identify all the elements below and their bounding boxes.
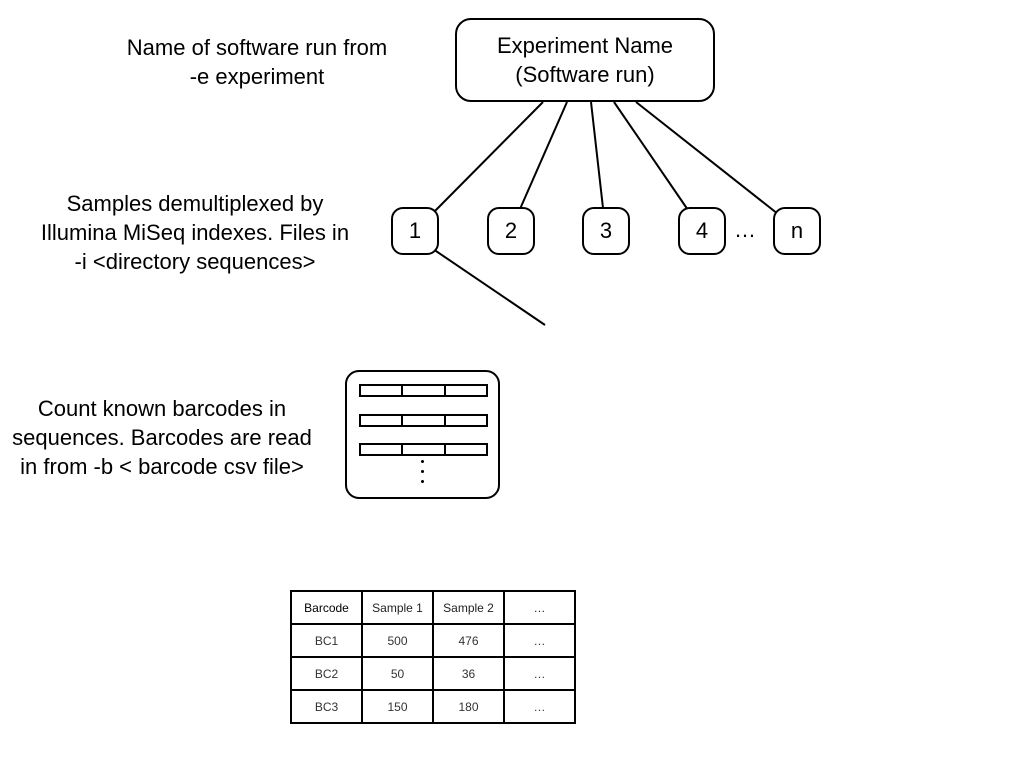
barcode-count-table: Barcode Sample 1 Sample 2 … BC1 500 476 … (290, 590, 576, 724)
barcodes-label-line: Count known barcodes in (37, 396, 287, 421)
sample-node-1: 1 (391, 207, 439, 255)
table-cell: BC3 (290, 689, 363, 724)
sample-node-2: 2 (487, 207, 535, 255)
table-cell: … (503, 689, 576, 724)
samples-ellipsis: … (734, 217, 756, 242)
table-cell: 50 (361, 656, 434, 691)
software-run-label: Name of software run from -e experiment (96, 33, 418, 91)
table-cell: 500 (361, 623, 434, 658)
experiment-name: Experiment Name (496, 33, 674, 58)
edge-experiment-sample-n (635, 101, 779, 215)
table-header-cell: … (503, 590, 576, 625)
sample-node-3: 3 (582, 207, 630, 255)
table-cell: 180 (432, 689, 505, 724)
experiment-subtitle: (Software run) (515, 62, 655, 87)
table-header-cell: Sample 1 (361, 590, 434, 625)
barcode-row-icon (359, 384, 488, 397)
table-cell: 36 (432, 656, 505, 691)
table-cell: 476 (432, 623, 505, 658)
edge-experiment-sample-3 (590, 101, 604, 209)
table-row: BC3 150 180 … (290, 689, 576, 724)
barcodes-label: Count known barcodes in sequences. Barco… (0, 394, 352, 481)
barcodes-label-line: in from -b < barcode csv file> (20, 454, 304, 479)
table-cell: BC2 (290, 656, 363, 691)
edge-sample-1-barcodes (432, 248, 546, 326)
table-row: BC2 50 36 … (290, 656, 576, 691)
table-header-row: Barcode Sample 1 Sample 2 … (290, 590, 576, 625)
sample-node-n: n (773, 207, 821, 255)
table-cell: … (503, 623, 576, 658)
edge-experiment-sample-2 (519, 101, 568, 210)
edge-experiment-sample-4 (613, 101, 689, 211)
barcode-row-icon (359, 443, 488, 456)
software-run-label-line: -e experiment (189, 64, 325, 89)
samples-label-line: -i <directory sequences> (74, 249, 316, 274)
table-header-cell: Barcode (290, 590, 363, 625)
table-cell: 150 (361, 689, 434, 724)
barcodes-label-line: sequences. Barcodes are read (12, 425, 312, 450)
experiment-node: Experiment Name (Software run) (455, 18, 715, 102)
table-cell: BC1 (290, 623, 363, 658)
edge-experiment-sample-1 (432, 101, 544, 214)
samples-label-line: Illumina MiSeq indexes. Files in (40, 220, 350, 245)
table-header-cell: Sample 2 (432, 590, 505, 625)
samples-label-line: Samples demultiplexed by (66, 191, 324, 216)
vertical-ellipsis-icon (419, 460, 425, 490)
software-run-label-line: Name of software run from (126, 35, 388, 60)
table-row: BC1 500 476 … (290, 623, 576, 658)
barcode-row-icon (359, 414, 488, 427)
sample-node-4: 4 (678, 207, 726, 255)
table-cell: … (503, 656, 576, 691)
barcode-file-node (345, 370, 500, 499)
samples-label: Samples demultiplexed by Illumina MiSeq … (18, 189, 372, 276)
